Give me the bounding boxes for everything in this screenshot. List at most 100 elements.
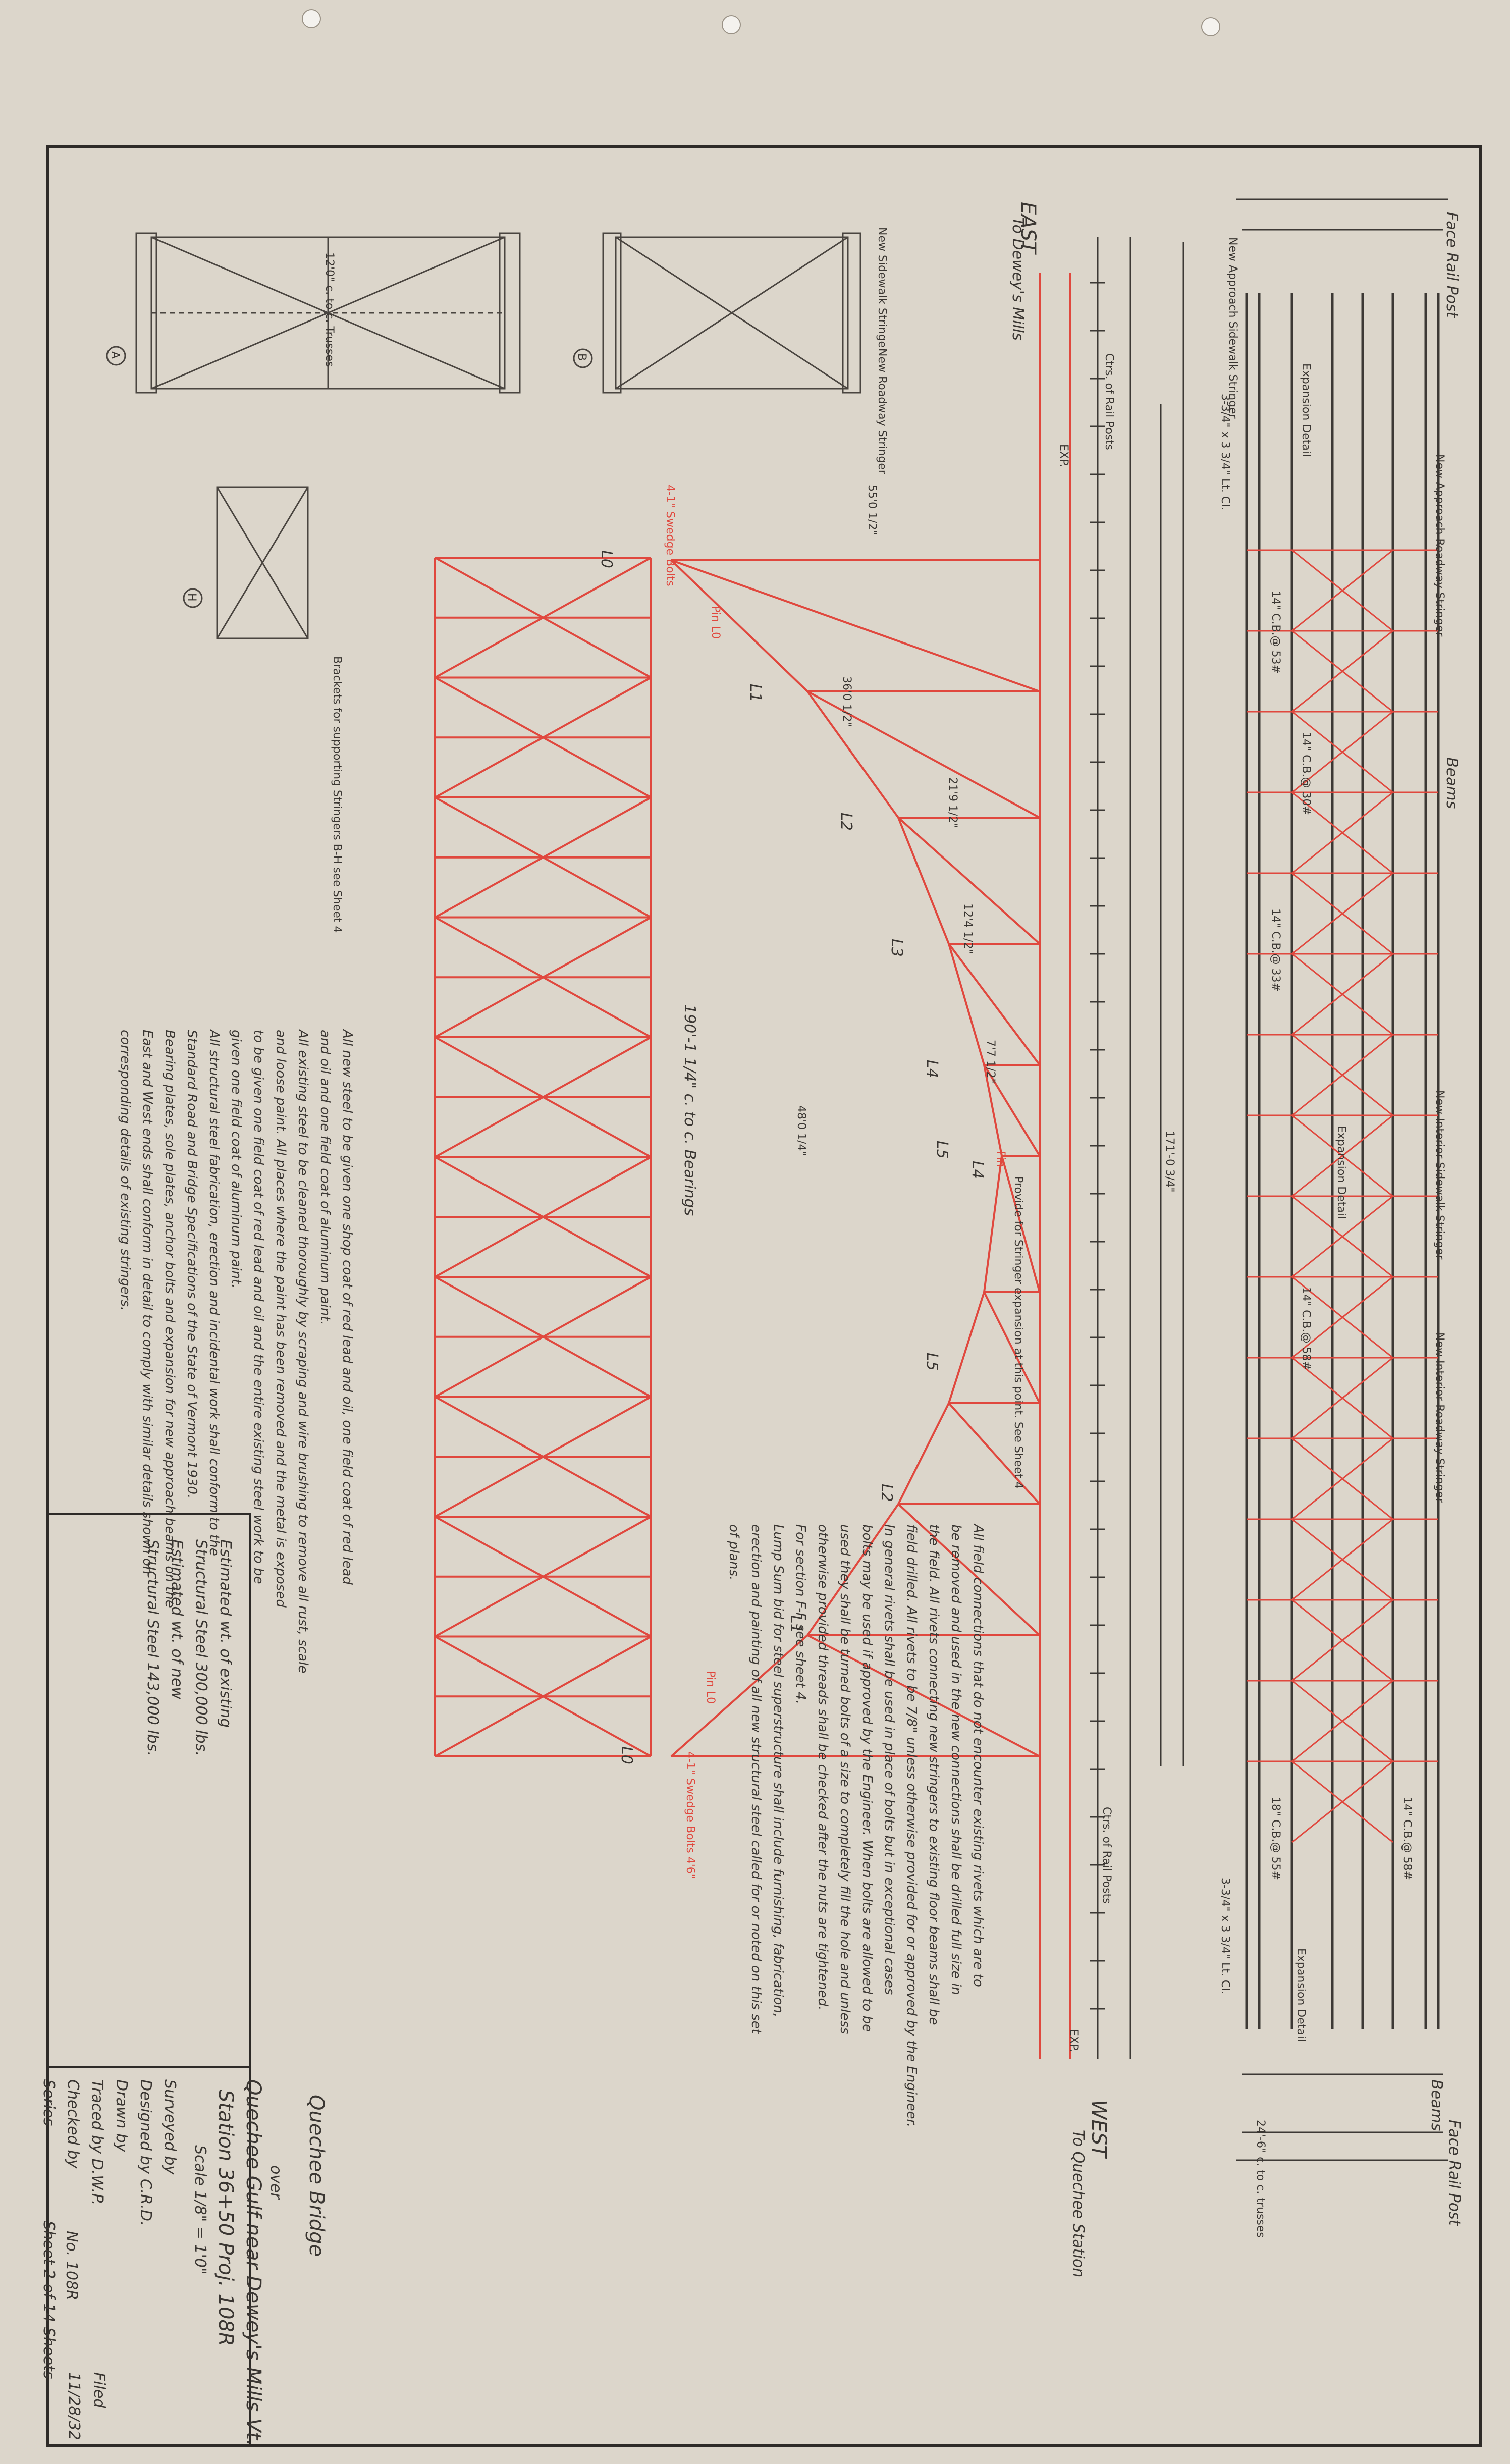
panel-point: L4: [968, 1161, 986, 1179]
expansion-detail-bottom: Expansion Detail: [1295, 1948, 1307, 2042]
elevation-diagonal: [948, 943, 1041, 1066]
interior-sidewalk-stringer: New Interior Sidewalk Stringer: [1433, 1090, 1446, 1260]
approach-sidewalk-stringer: New Approach Sidewalk Stringer: [1226, 237, 1239, 419]
note-line: otherwise provided threads shall be chec…: [815, 1524, 830, 2011]
section-h-label: H: [185, 593, 198, 602]
pin-bottom-label: Pin L0: [704, 1671, 717, 1704]
approach-left-label: To Dewey's Mills: [1009, 217, 1027, 341]
credit-line: Surveyed by: [161, 2079, 179, 2175]
cross-section-b: [573, 232, 861, 394]
truss-elevation: [670, 273, 1071, 2059]
span-dimension: 190'-1 1/4" c. to c. Bearings: [681, 1004, 698, 1216]
bracket-note: Brackets for supporting Stringers B-H se…: [331, 656, 343, 933]
stringer-label: 14" C.B.@ 33#: [1269, 908, 1282, 992]
weight-line: Structural Steel 143,000 lbs.: [144, 1539, 161, 1756]
sheet-count: Sheet 2 of 14 Sheets: [40, 2221, 58, 2379]
credits-block: Surveyed by Designed by C.R.D. Drawn by …: [36, 2079, 182, 2226]
note-line: and loose paint. All places where the pa…: [273, 1030, 288, 1608]
field-notes: All field connections that do not encoun…: [723, 1524, 989, 2127]
dim-36: 36'0 1/2": [840, 676, 853, 727]
note-line: field drilled. All rivets to be 7/8" unl…: [904, 1524, 919, 2128]
punch-hole: [722, 15, 741, 34]
exp-label-bottom: EXP.: [1067, 2029, 1080, 2052]
elevation-diagonal: [1001, 1155, 1041, 1293]
approach-roadway-stringer: New Approach Roadway Stringer: [1433, 454, 1446, 637]
face-rail-post-top: Face Rail Post: [1443, 212, 1461, 318]
dim-48: 48'0 1/4": [795, 1105, 807, 1156]
stringer-label: 14" C.B.@ 58#: [1400, 1797, 1413, 1880]
approach-right-label: To Quechee Station: [1069, 2130, 1087, 2278]
floor-brace: [1291, 791, 1393, 874]
elevation-diagonal: [671, 559, 1040, 692]
title-over: over: [267, 2165, 285, 2199]
dim-7: 7'7 1/2": [984, 1040, 997, 1084]
note-line: erection and painting of all new structu…: [748, 1524, 764, 2034]
bolts-note-bottom: 3-3/4" x 3 3/4" Lt. Cl.: [1219, 1878, 1231, 1995]
sidewalk-stringer-note: New Sidewalk Stringer: [876, 227, 888, 353]
weight-line: Estimated wt. of existing: [217, 1539, 234, 1728]
filed-label: Filed: [90, 2372, 108, 2408]
pin-mid-label: Pin: [994, 1151, 1007, 1167]
panel-point: L2: [837, 813, 855, 831]
title-station: Station 36+50 Proj. 108R: [214, 2090, 237, 2346]
floor-brace: [1291, 1518, 1393, 1601]
elevation-diagonal: [897, 817, 1041, 945]
beams-label-bottom: Beams: [1428, 2079, 1445, 2131]
swedge-bolts-top: 4-1" Swedge Bolts: [664, 485, 676, 586]
elevation-diagonal: [948, 1402, 1041, 1505]
weight-line: Estimated wt. of new: [168, 1539, 186, 1699]
expansion-detail-mid: Expansion Detail: [1335, 1126, 1347, 1219]
total-dimension: 171'-0 3/4": [1163, 1131, 1176, 1193]
floor-brace: [1291, 1599, 1393, 1682]
note-line: For section F-F see sheet 4.: [793, 1524, 808, 1704]
stringer-label: 14" C.B.@ 58#: [1300, 1287, 1312, 1370]
note-line: and oil and one field coat of aluminum p…: [317, 1030, 333, 1325]
title-scale: Scale 1/8" = 1'0": [191, 2145, 209, 2275]
weights-block: Estimated wt. of existing Structural Ste…: [140, 1539, 237, 1756]
credit-line: Series: [40, 2079, 58, 2126]
section-a-label: A: [109, 351, 121, 359]
floor-brace: [1291, 953, 1393, 1036]
punch-hole: [302, 9, 321, 28]
stringer-label: 14" C.B.@ 53#: [1269, 591, 1282, 674]
elevation-diagonal: [983, 1064, 1041, 1157]
elevation-diagonal: [897, 1503, 1041, 1636]
note-line: In general rivets shall be used in place…: [882, 1524, 897, 1995]
panel-point: L1: [746, 684, 764, 702]
ctrs-rail-posts-bottom: Ctrs. of Rail Posts: [1100, 1807, 1113, 1904]
title-block-frame: [47, 1513, 251, 2446]
floor-brace: [1291, 630, 1393, 713]
cross-section-a: [106, 232, 521, 394]
credit-line: Drawn by: [113, 2079, 130, 2152]
expansion-detail-top: Expansion Detail: [1300, 363, 1312, 457]
floor-brace: [1291, 1437, 1393, 1520]
bridge-title: Quechee Bridge: [305, 2095, 328, 2257]
note-line: All new steel to be given one shop coat …: [340, 1030, 355, 1585]
punch-hole: [1201, 17, 1220, 36]
section-b-label: B: [575, 353, 588, 361]
sheet-number: No. 108R: [63, 2231, 80, 2300]
bolts-note-top: 3-3/4" x 3 3/4" Lt. Cl.: [1219, 394, 1231, 511]
note-line: bolts may be used if approved by the Eng…: [859, 1524, 875, 2032]
drawing-border: [46, 145, 1482, 2447]
floor-brace: [1291, 1357, 1393, 1439]
cross-section-h: [183, 486, 309, 639]
note-line: to be given one field coat of red lead a…: [251, 1030, 266, 1584]
section-a-dimension: 12'0" c. to c. Trusses: [323, 252, 336, 367]
stringer-label: 18" C.B.@ 55#: [1269, 1797, 1282, 1880]
truss-plan: [434, 557, 652, 1757]
panel-point: L0: [598, 550, 615, 568]
exp-label-top: EXP.: [1057, 444, 1070, 467]
ctrs-rail-posts-top: Ctrs. of Rail Posts: [1103, 353, 1115, 450]
stringer-column: [1090, 237, 1184, 2059]
panel-point: L5: [933, 1141, 951, 1159]
beams-label-top: Beams: [1443, 757, 1461, 809]
floor-brace: [1291, 711, 1393, 793]
floor-brace: [1291, 1034, 1393, 1116]
weight-line: Structural Steel 300,000 lbs.: [192, 1539, 210, 1756]
note-line: be removed and used in the new connectio…: [948, 1524, 963, 1995]
floor-brace: [1291, 1760, 1393, 1843]
panel-point: L0: [618, 1746, 635, 1764]
